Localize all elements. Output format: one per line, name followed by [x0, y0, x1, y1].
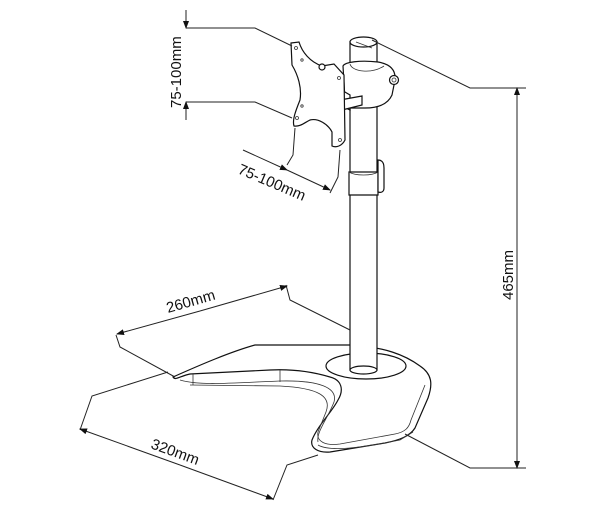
- vesa-height-label: 75-100mm: [168, 36, 185, 108]
- tilt-knob: [388, 74, 400, 86]
- pole-cap: [349, 36, 378, 48]
- base-width-label: 320mm: [149, 436, 202, 469]
- height-collar: [348, 171, 379, 196]
- dimension-base-width: 320mm: [79, 371, 319, 501]
- dimension-height: 465mm: [371, 39, 526, 469]
- height-label: 465mm: [500, 250, 517, 300]
- base-depth-label: 260mm: [164, 287, 217, 317]
- stand-base: [172, 344, 432, 453]
- dimension-vesa-height: 75-100mm: [168, 10, 293, 120]
- vesa-width-label: 75-100mm: [235, 161, 308, 205]
- vesa-plate: [290, 41, 346, 148]
- dimension-vesa-width: 75-100mm: [235, 127, 341, 205]
- monitor-bracket: [337, 60, 400, 111]
